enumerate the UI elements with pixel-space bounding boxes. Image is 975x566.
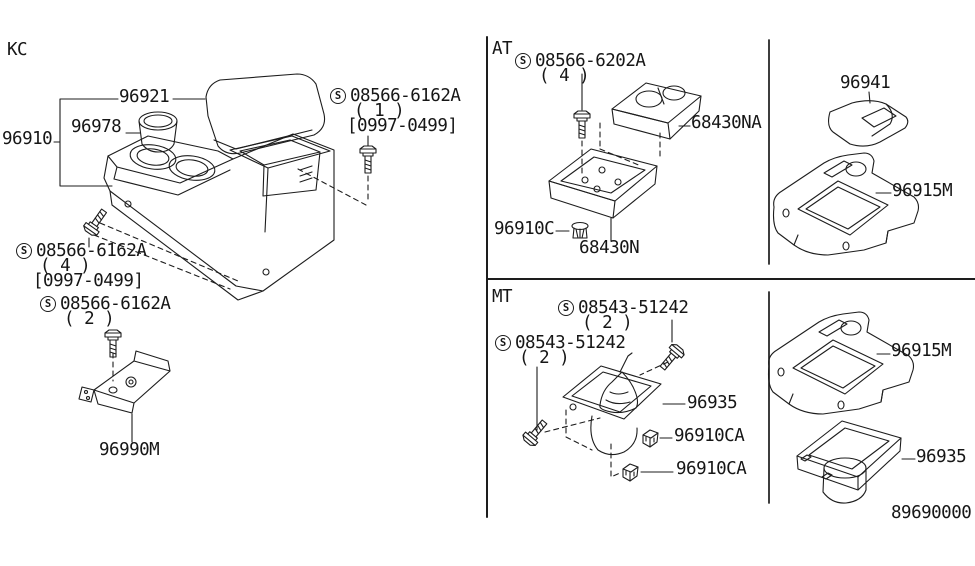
part-label-clip-upper: 96910CA — [674, 426, 745, 446]
mt-console-finisher-drawing — [767, 311, 915, 415]
mt-boot-console-drawing — [562, 352, 662, 456]
standard-part-icon: S — [330, 88, 346, 104]
part-label-console-lid: 96941 — [840, 73, 891, 93]
part-label-clip-lower: 96910CA — [676, 459, 747, 479]
diagram-code: 89690000 — [891, 503, 972, 523]
part-label-cup-holder-insert: 68430NA — [691, 113, 762, 133]
screw-code: 08543-51242 — [578, 297, 689, 318]
cup-holder-drawing — [138, 111, 178, 153]
section-label-at: AT — [492, 39, 513, 59]
screw-qty: ( 2 ) — [519, 348, 570, 368]
part-label-at-tray: 68430N — [579, 238, 640, 258]
kc-console-drawing — [103, 133, 335, 301]
screw-callout-mt-top: S 08543-51242 ( 2 ) — [558, 297, 689, 333]
screw-code: 08566-6162A — [350, 85, 461, 106]
standard-part-icon: S — [515, 53, 531, 69]
screw-qty: ( 1 ) — [354, 101, 405, 121]
part-label-armrest: 96921 — [119, 87, 170, 107]
part-label-at-console-finisher: 96915M — [892, 181, 953, 201]
screw-callout-mt-left: S 08543-51242 ( 2 ) — [495, 332, 626, 368]
screw-qty: ( 2 ) — [64, 309, 115, 329]
screw-date-range: [0997-0499] — [33, 271, 144, 291]
bracket-drawing — [78, 350, 171, 414]
screw-code: 08566-6162A — [36, 240, 147, 261]
at-tray-drawing — [548, 148, 658, 219]
section-label-mt: MT — [492, 287, 513, 307]
rear-console-drawing — [796, 420, 902, 504]
standard-part-icon: S — [16, 243, 32, 259]
standard-part-icon: S — [40, 296, 56, 312]
part-label-rear-console: 96935 — [916, 447, 967, 467]
screw-callout-kc-2: S 08566-6162A ( 2 ) — [40, 293, 171, 329]
section-label-kc: KC — [7, 40, 28, 60]
standard-part-icon: S — [558, 300, 574, 316]
at-bolt-icon — [573, 110, 591, 139]
screw-code: 08543-51242 — [515, 332, 626, 353]
mt-clip-icon-upper — [642, 429, 659, 448]
part-label-at-clip: 96910C — [494, 219, 555, 239]
part-label-mt-console-finisher: 96915M — [891, 341, 952, 361]
screw-qty: ( 2 ) — [582, 313, 633, 333]
screw-code: 08566-6202A — [535, 50, 646, 71]
console-lid-drawing — [827, 100, 909, 147]
at-dashed-lines — [581, 122, 661, 175]
part-label-console-assy: 96910 — [2, 129, 53, 149]
kc-bolt-icon-2 — [104, 329, 122, 358]
screw-date-range: [0997-0499] — [347, 116, 458, 136]
screw-callout-kc-1: S 08566-6162A ( 1 ) [0997-0499] — [330, 85, 461, 136]
standard-part-icon: S — [495, 335, 511, 351]
divider-lines — [486, 36, 975, 518]
screw-callout-kc-4: S 08566-6162A ( 4 ) [0997-0499] — [16, 240, 147, 291]
mt-screw-icon-top — [655, 341, 687, 374]
screw-code: 08566-6162A — [60, 293, 171, 314]
kc-screw-icon-4 — [81, 205, 112, 239]
kc-leader-lines — [53, 98, 369, 443]
at-leader-lines — [555, 73, 892, 242]
at-cup-holder-drawing — [611, 82, 702, 140]
part-label-bracket: 96990M — [99, 440, 160, 460]
part-label-cup-holder: 96978 — [71, 117, 122, 137]
at-grommet-icon — [571, 221, 589, 239]
kc-screw-icon-1 — [359, 145, 377, 174]
mt-dashed-lines — [544, 361, 669, 478]
screw-callout-at: S 08566-6202A ( 4 ) — [515, 50, 646, 86]
screw-qty: ( 4 ) — [539, 66, 590, 86]
screw-qty: ( 4 ) — [40, 256, 91, 276]
part-label-boot-console: 96935 — [687, 393, 738, 413]
mt-leader-lines — [536, 319, 916, 473]
at-console-finisher-drawing — [772, 152, 920, 256]
mt-clip-icon-lower — [622, 463, 639, 482]
